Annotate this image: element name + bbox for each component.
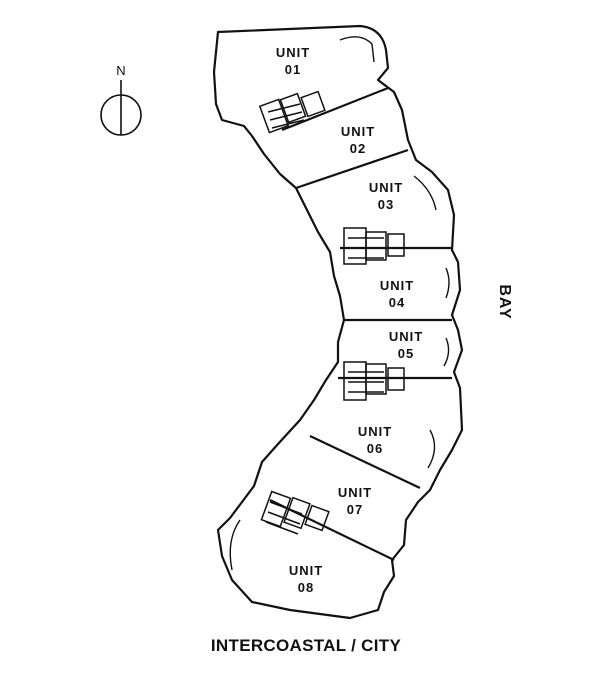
svg-text:01: 01 (285, 62, 301, 77)
unit-label-01: UNIT 01 (276, 45, 310, 77)
unit-label-05: UNIT 05 (389, 329, 423, 361)
north-compass-icon: N (100, 63, 142, 136)
svg-text:03: 03 (378, 197, 394, 212)
svg-text:UNIT: UNIT (358, 424, 392, 439)
unit-label-04: UNIT 04 (380, 278, 414, 310)
svg-text:02: 02 (350, 141, 366, 156)
svg-text:04: 04 (389, 295, 405, 310)
svg-text:UNIT: UNIT (276, 45, 310, 60)
intercoastal-city-label: INTERCOASTAL / CITY (210, 636, 402, 655)
core-icon-upper-middle (343, 227, 405, 265)
core-icon-bottom (260, 490, 330, 535)
svg-text:UNIT: UNIT (341, 124, 375, 139)
compass-north-label: N (116, 63, 125, 78)
svg-text:UNIT: UNIT (338, 485, 372, 500)
svg-text:06: 06 (367, 441, 383, 456)
unit-label-08: UNIT 08 (289, 563, 323, 595)
svg-text:UNIT: UNIT (380, 278, 414, 293)
unit-label-03: UNIT 03 (369, 180, 403, 212)
unit-label-02: UNIT 02 (341, 124, 375, 156)
unit-label-07: UNIT 07 (338, 485, 372, 517)
core-icon-top (258, 90, 326, 134)
svg-text:07: 07 (347, 502, 363, 517)
svg-text:08: 08 (298, 580, 314, 595)
svg-text:UNIT: UNIT (289, 563, 323, 578)
bay-label: BAY (496, 284, 513, 319)
svg-text:UNIT: UNIT (389, 329, 423, 344)
svg-text:05: 05 (398, 346, 414, 361)
core-icon-lower-middle (343, 361, 405, 401)
building-outline (212, 24, 464, 620)
unit-label-06: UNIT 06 (358, 424, 392, 456)
svg-text:UNIT: UNIT (369, 180, 403, 195)
